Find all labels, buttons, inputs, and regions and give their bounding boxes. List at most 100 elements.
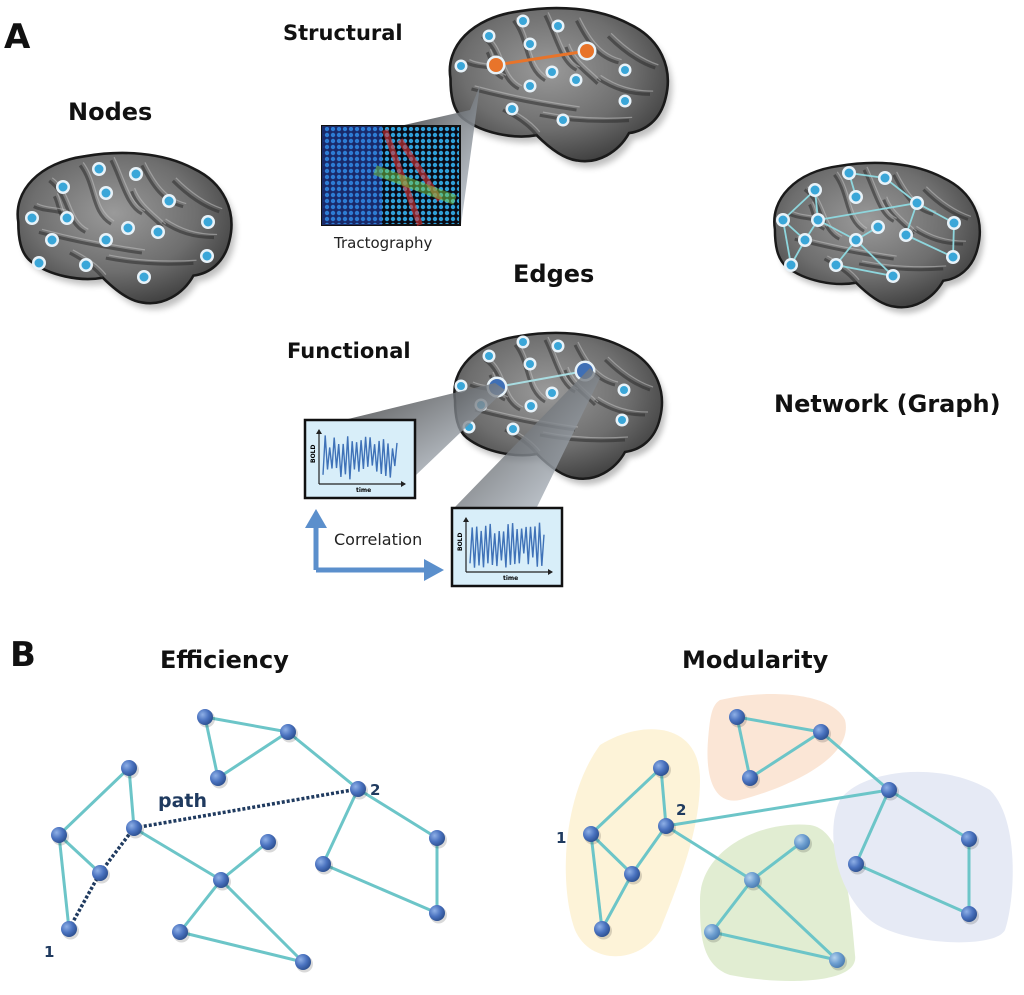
node-dot xyxy=(548,68,556,76)
brain-gyrus-highlight xyxy=(41,228,146,251)
graph-edge xyxy=(854,789,891,865)
bold-axis-label: BOLD xyxy=(457,533,464,551)
graph-edge xyxy=(589,832,634,876)
graph-node xyxy=(829,952,845,968)
graph-node xyxy=(961,906,977,922)
network-node xyxy=(901,230,911,240)
structural-label: Structural xyxy=(283,21,403,45)
graph-edge xyxy=(659,767,668,827)
brain-gyrus-highlight xyxy=(175,177,223,210)
node-dot xyxy=(572,76,580,84)
brain-sulcus xyxy=(594,398,646,417)
graph-edge xyxy=(589,833,604,930)
brain-network-illustration xyxy=(773,161,984,314)
brain-sulcus xyxy=(471,87,577,112)
graph-edge xyxy=(220,840,269,882)
brain-sulcus xyxy=(109,159,143,216)
network-node xyxy=(888,271,898,281)
brain-sulcus xyxy=(78,164,112,226)
brain-gyrus-highlight xyxy=(134,187,167,225)
axis-arrow-icon xyxy=(401,481,406,487)
graph-edge xyxy=(204,715,289,734)
node-dot xyxy=(81,260,91,270)
graph-edge xyxy=(287,730,359,791)
graph-edge xyxy=(710,879,754,933)
arrow-right-icon xyxy=(424,559,444,581)
shortest-path-segment xyxy=(67,872,102,930)
graph-edge xyxy=(219,878,305,964)
brain-gyrus-highlight xyxy=(144,162,187,205)
module-yellow xyxy=(565,729,700,957)
structural-node-b xyxy=(580,44,594,58)
panel-b-letter: B xyxy=(10,635,36,675)
zoom-cone-1 xyxy=(344,383,505,475)
node-dot xyxy=(621,66,629,74)
brain-gyrus-highlight xyxy=(836,171,868,229)
node-dot xyxy=(620,386,628,394)
network-edge xyxy=(782,189,816,221)
tractography-inset: Tractography xyxy=(321,85,480,252)
brain-shape xyxy=(773,161,984,314)
graph-node xyxy=(794,834,810,850)
graph-node xyxy=(350,781,366,797)
brain-sulcus xyxy=(858,262,944,272)
graph-edge xyxy=(57,833,102,875)
graph-node xyxy=(295,954,311,970)
module-orange xyxy=(707,694,846,801)
network-edge xyxy=(817,219,857,241)
node-dot xyxy=(519,338,527,346)
graph-node xyxy=(653,760,669,776)
node-dot xyxy=(548,389,556,397)
network-node xyxy=(786,260,796,270)
graph-edge xyxy=(217,730,289,780)
node-dot xyxy=(457,382,465,390)
graph-edge xyxy=(600,873,634,930)
network-node xyxy=(949,218,959,228)
graph-node xyxy=(61,921,77,937)
brain-gyrus-highlight xyxy=(474,85,580,108)
graph-node xyxy=(213,872,229,888)
node-dot xyxy=(519,17,527,25)
network-edge xyxy=(782,219,792,266)
brain-sulcus xyxy=(512,19,546,82)
graph-edge xyxy=(665,788,890,828)
brain-gyrus-highlight xyxy=(610,32,659,66)
network-node xyxy=(912,198,922,208)
brain-gyrus-highlight xyxy=(108,254,197,262)
node-dot xyxy=(164,196,174,206)
brain-nodes-illustration xyxy=(16,151,236,310)
node-dot xyxy=(202,251,212,261)
brain-sulcus xyxy=(912,228,964,246)
axis-arrow-icon xyxy=(548,569,553,575)
graph-edge xyxy=(589,766,663,836)
brain-sulcus xyxy=(140,164,184,209)
time-axis-label: time xyxy=(356,487,371,494)
graph-edge xyxy=(322,862,438,915)
brain-gyrus-highlight xyxy=(36,203,68,212)
functional-label: Functional xyxy=(287,339,411,363)
arrow-up-icon xyxy=(305,509,327,528)
graph-node xyxy=(315,856,331,872)
brain-gyrus-highlight xyxy=(72,249,107,276)
node-dot xyxy=(457,62,465,70)
edges-title: Edges xyxy=(513,260,594,288)
graph-node xyxy=(197,709,213,725)
network-node xyxy=(813,215,823,225)
graph-edge xyxy=(57,834,71,930)
panel-a-letter: A xyxy=(4,17,31,57)
network-node xyxy=(851,192,861,202)
brain-gyrus-highlight xyxy=(113,156,146,212)
graph-edge xyxy=(179,930,304,964)
brain-sulcus xyxy=(161,220,215,240)
structural-node-a xyxy=(489,58,503,72)
bold-signal-line xyxy=(469,522,545,568)
brain-gyrus-highlight xyxy=(82,161,115,222)
network-edge xyxy=(817,202,918,221)
brain-sulcus xyxy=(48,179,87,234)
brain-sulcus xyxy=(823,257,858,284)
network-title: Network (Graph) xyxy=(774,390,1001,418)
node-dot xyxy=(526,360,534,368)
graph-node xyxy=(813,724,829,740)
